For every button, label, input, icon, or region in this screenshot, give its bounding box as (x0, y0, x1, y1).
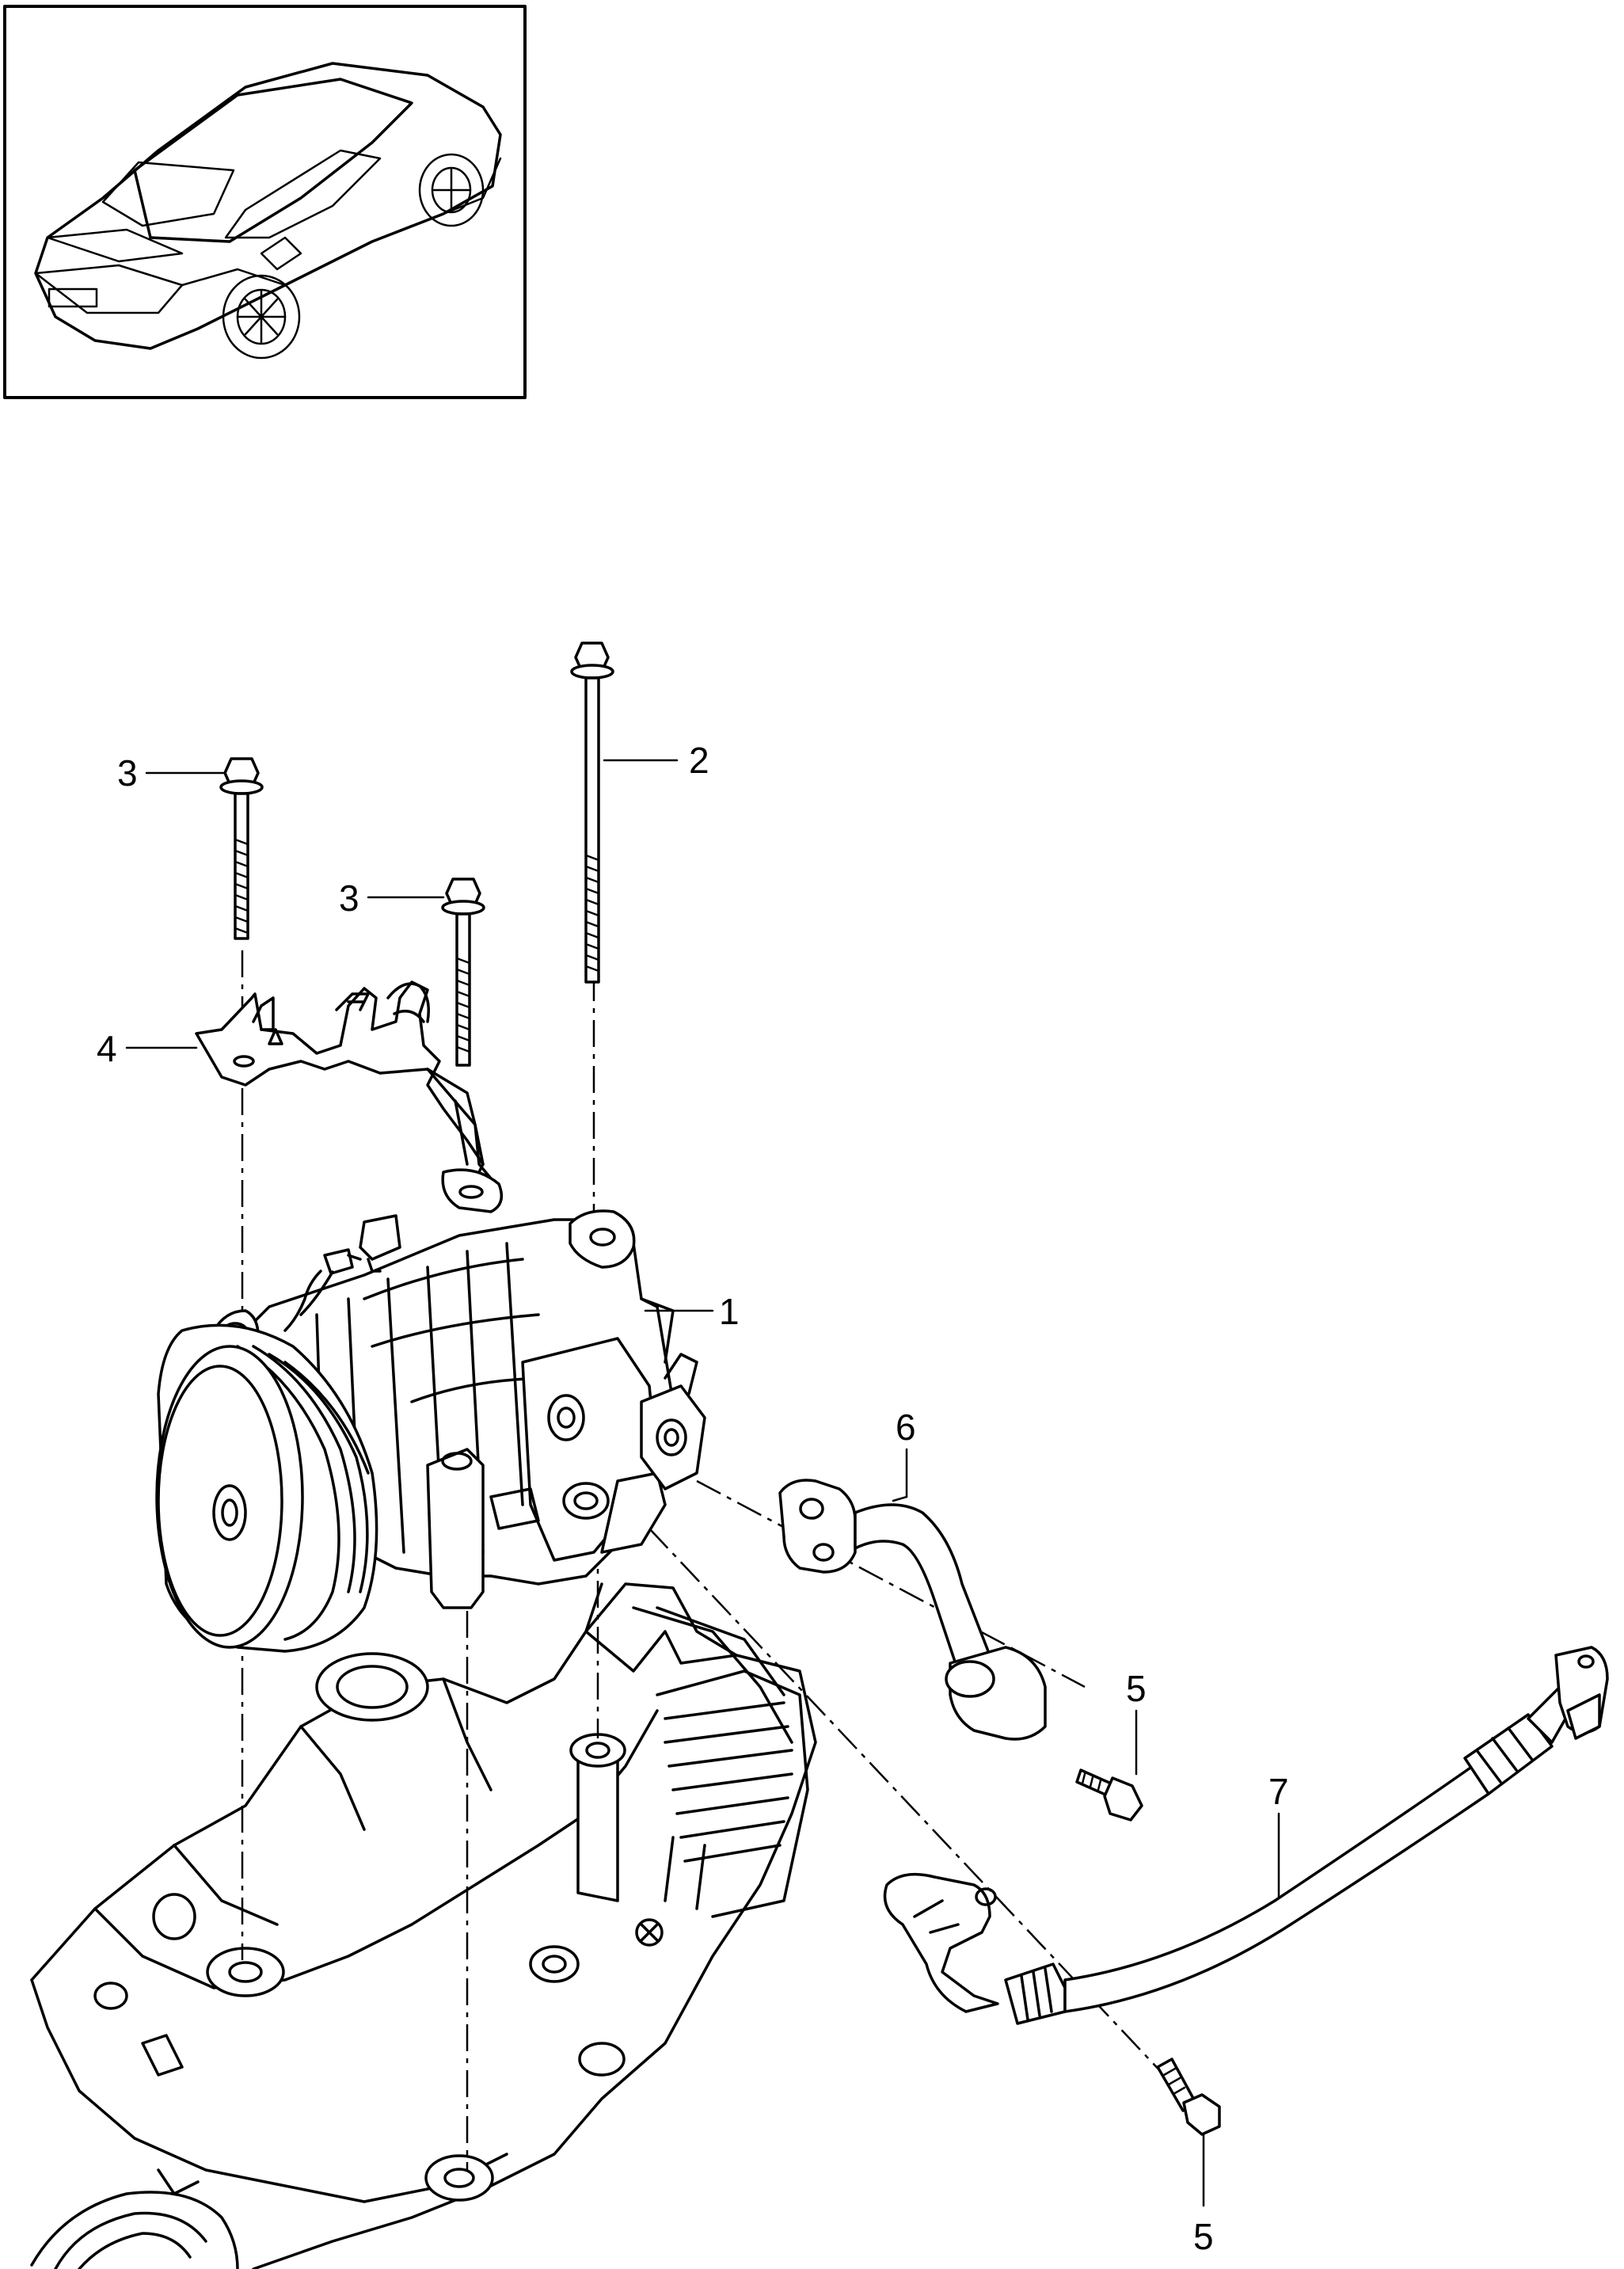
bolt-5-lower (1156, 2058, 1221, 2136)
callout-3-right: 3 (339, 878, 359, 919)
leader-lines (125, 759, 1280, 2207)
ac-compressor-1 (155, 1209, 706, 1653)
car-icon (34, 62, 502, 360)
callout-7: 7 (1268, 1771, 1289, 1812)
callout-1: 1 (719, 1291, 740, 1332)
engine-block (30, 1582, 817, 2269)
bolt-3-left (219, 757, 264, 940)
pipe-6 (778, 1479, 1047, 1741)
vehicle-overview-inset (3, 5, 527, 399)
callout-6: 6 (896, 1407, 916, 1448)
callout-5-upper: 5 (1126, 1668, 1147, 1709)
bracket-4 (195, 980, 504, 1213)
callout-4: 4 (97, 1028, 117, 1069)
callout-2: 2 (689, 740, 709, 781)
hose-7 (883, 1646, 1609, 2025)
callout-3-left: 3 (117, 752, 138, 794)
callout-5-lower: 5 (1193, 2216, 1214, 2257)
bolt-5-upper (1075, 1768, 1143, 1822)
callout-labels: 1 2 3 3 4 5 5 6 7 (97, 740, 1289, 2257)
bolt-2 (570, 641, 614, 984)
bolt-3-right (441, 878, 485, 1067)
